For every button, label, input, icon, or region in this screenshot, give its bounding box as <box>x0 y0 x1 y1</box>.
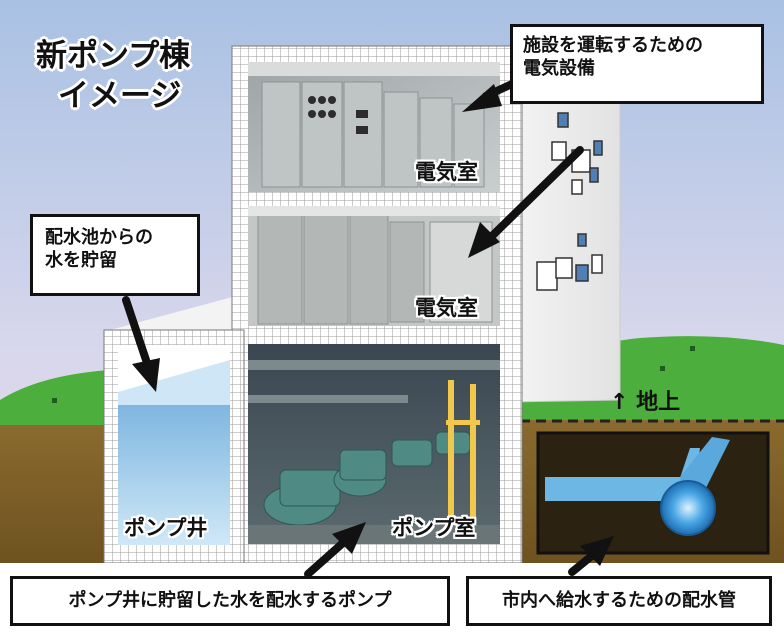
label-electrical-room-upper: 電気室 <box>415 160 478 184</box>
ground-level-label: ↑ 地上 <box>610 384 680 416</box>
callout-electrical-line-1: 施設を運転するための <box>523 35 703 56</box>
callout-electrical-equipment: 施設を運転するための 電気設備 <box>510 24 764 104</box>
callout-reservoir-line-2: 水を貯留 <box>45 249 117 271</box>
callout-reservoir: 配水池からの 水を貯留 <box>30 214 200 296</box>
label-electrical-room-lower: 電気室 <box>415 296 478 320</box>
title-line-2: イメージ <box>58 78 182 114</box>
callout-pumps: ポンプ井に貯留した水を配水するポンプ <box>10 576 450 626</box>
pump-well-water <box>118 405 230 545</box>
callout-pumps-text: ポンプ井に貯留した水を配水するポンプ <box>68 589 392 611</box>
callout-reservoir-line-1: 配水池からの <box>45 227 153 248</box>
title-line-1: 新ポンプ棟 <box>36 38 191 74</box>
label-pump-room: ポンプ室 <box>392 516 476 540</box>
label-pump-well: ポンプ井 <box>124 516 208 540</box>
callout-distribution-pipe: 市内へ給水するための配水管 <box>466 576 772 626</box>
callout-electrical-line-2: 電気設備 <box>523 57 595 79</box>
title: 新ポンプ棟 イメージ <box>36 36 190 116</box>
up-arrow-icon: ↑ <box>610 390 629 415</box>
callout-pipe-text: 市内へ給水するための配水管 <box>502 589 736 611</box>
ground-level-text: 地上 <box>636 390 681 415</box>
